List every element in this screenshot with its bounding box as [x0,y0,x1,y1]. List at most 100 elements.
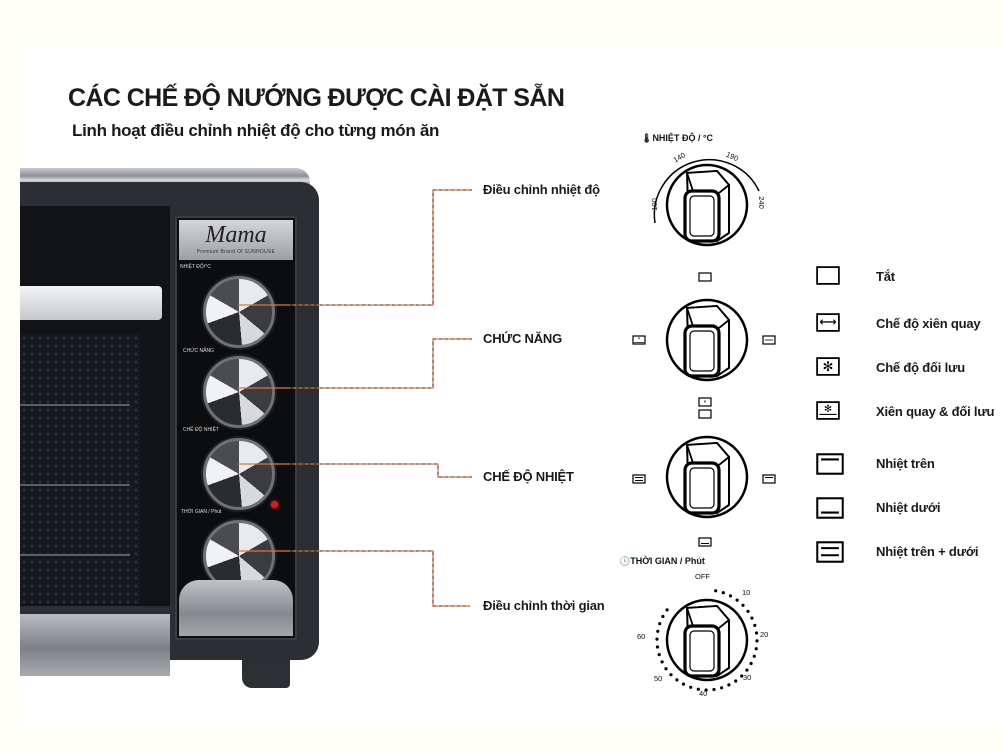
top-heat-icon [762,474,776,484]
temperature-scale-arc [653,158,760,224]
timer-dot [681,682,686,686]
callout-temperature: Điều chỉnh nhiệt độ [483,182,600,197]
rotisserie-convection-icon: ✻ [816,401,840,420]
timer-tick-10: 10 [742,588,751,597]
function-knob[interactable] [203,356,275,428]
timer-dot [696,687,700,691]
callout-heat-mode: CHẾ ĐỘ NHIỆT [483,469,574,484]
callout-function: CHỨC NĂNG [483,331,563,346]
legend-item: Nhiệt trên + dưới [816,541,1003,563]
off-icon [698,409,712,419]
oven-door [20,206,170,676]
timer-tick-40: 40 [699,689,708,698]
timer-tick-20: 20 [760,630,769,639]
svg-text:✻: ✻ [823,360,834,375]
bottom-heat-icon [816,497,844,519]
legend-label: Chế độ xiên quay [876,316,981,331]
timer-dot [657,653,661,657]
indicator-light [271,501,278,508]
callout-line-temperature-dash [290,189,472,306]
timer-dot [658,622,662,626]
door-bottom-trim [20,614,170,676]
timer-dot [753,623,757,627]
svg-text:*: * [704,400,707,407]
timer-dot [661,614,665,619]
timer-dot [754,647,758,651]
timer-tick-30: 30 [743,673,752,682]
svg-text:✻: ✻ [824,404,832,415]
legend-item: Nhiệt dưới [816,497,1003,519]
timer-dot [721,591,725,595]
rotisserie-convection-icon: * [632,335,646,345]
timer-dot [656,629,660,633]
panel-label-heat-mode: CHẾ ĐỘ NHIỆT [183,427,219,433]
door-handle [20,286,162,320]
callout-line-timer-dash [290,550,470,607]
timer-dot [660,660,664,664]
timer-dot [745,668,749,672]
timer-dot [750,616,754,620]
temperature-dial-diagram [653,158,760,247]
thermometer-icon: 🌡 [641,133,653,143]
rotisserie-icon [762,335,776,345]
top-bottom-heat-icon [816,541,844,563]
timer-tick-off: OFF [695,572,710,581]
panel-bottom-trim [179,580,293,636]
bottom-heat-icon [698,537,712,547]
legend-label: Nhiệt trên + dưới [876,544,979,559]
oven-foot [242,660,290,688]
timer-dot [752,654,756,658]
timer-scale-dots [655,589,759,692]
rotisserie-icon [816,313,840,332]
top-heat-icon [816,453,844,475]
timer-tick-60: 60 [637,632,646,641]
timer-dot [712,687,716,692]
timer-dot [704,688,708,692]
page-title: CÁC CHẾ ĐỘ NƯỚNG ĐƯỢC CÀI ĐẶT SẴN [68,84,565,112]
callout-line-function-dash [290,338,472,389]
oven-illustration: Mama Premium Brand Of SUNHOUSE NHIỆT ĐỘ/… [20,168,320,688]
brand-plate: Mama Premium Brand Of SUNHOUSE [179,220,293,260]
oven-rack [20,484,130,486]
timer-dot [741,603,745,607]
door-window [20,334,140,604]
timer-dot [735,598,739,602]
off-icon [816,266,840,285]
timer-dot [655,645,660,649]
legend-label: Tắt [876,269,895,284]
timer-tick-50: 50 [654,674,663,683]
temp-tick-100: 100 [649,198,659,211]
legend-item: Tắt [816,266,1003,288]
panel-label-timer: THỜI GIAN / Phút [181,509,222,515]
control-panel: Mama Premium Brand Of SUNHOUSE NHIỆT ĐỘ/… [175,216,297,640]
callout-timer: Điều chỉnh thời gian [483,598,605,613]
timer-dot [665,608,669,612]
timer-dot [746,609,750,613]
page-subtitle: Linh hoạt điều chỉnh nhiệt độ cho từng m… [72,121,440,140]
panel-label-temperature: NHIỆT ĐỘ/°C [180,264,211,270]
timer-dot [664,667,668,671]
timer-dot [728,594,733,598]
timer-dot [675,678,679,682]
oven-rack [20,554,130,556]
convection-icon: * [698,397,712,407]
legend-label: Nhiệt dưới [876,500,941,515]
legend-label: Xiên quay & đối lưu [876,404,995,419]
timer-dot [734,679,738,683]
heat-mode-knob[interactable] [203,438,275,510]
temperature-knob[interactable] [203,276,275,348]
timer-dot [754,631,759,635]
temperature-heading: 🌡NHIỆT ĐỘ / °C [641,133,714,143]
legend-label: Chế độ đối lưu [876,360,965,375]
timer-dot [714,589,718,593]
timer-heading: 🕓THỜI GIAN / Phút [619,556,705,566]
timer-dot [740,674,744,678]
timer-dot [669,673,673,677]
temp-tick-240: 240 [756,196,766,209]
clock-icon: 🕓 [619,556,631,566]
legend-item: ✻ Xiên quay & đối lưu [816,401,1003,423]
oven-rack [20,404,130,406]
off-icon [698,272,712,282]
